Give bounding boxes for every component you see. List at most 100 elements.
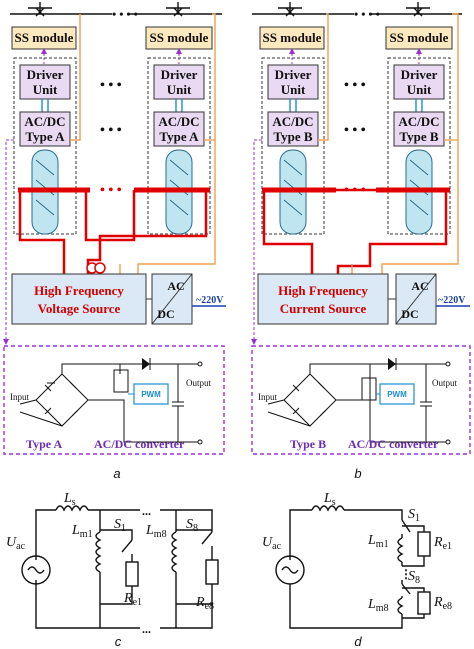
svg-text:Lm1: Lm1 (367, 533, 389, 550)
converter-name: AC/DC converter (348, 437, 439, 451)
switch-s8 (401, 583, 411, 595)
rectifier-bridge-icon (35, 373, 89, 427)
svg-text:S1: S1 (408, 507, 420, 524)
converter-detail-a (3, 345, 225, 455)
mosfet-icon (113, 369, 129, 393)
re1-sub: e1 (133, 597, 142, 608)
dots-acdc: • • • (344, 123, 366, 138)
acdc-2-line1: AC/DC (158, 114, 199, 129)
s1-sub: 1 (415, 513, 420, 524)
driver-unit-1-line1: Driver (275, 67, 312, 82)
top-dots: • • • • (112, 7, 138, 21)
re8-sub: e8 (205, 601, 214, 612)
source-line1: High Frequency (278, 283, 368, 298)
hf-voltage-source (11, 273, 147, 325)
panel-c-labels: Ls ... ... Uac Lm1 S1 Re1 Lm8 S8 Re8 c (6, 491, 214, 649)
dots-acdc: • • • (100, 123, 122, 138)
hf-current-source (257, 273, 389, 325)
dc-label: DC (157, 307, 174, 321)
driver-unit-2-line1: Driver (161, 67, 198, 82)
panel-c (21, 505, 219, 629)
driver-unit-1-line2: Unit (33, 82, 58, 97)
inductor-lm8 (397, 597, 404, 615)
dots-driver: • • • (344, 78, 366, 93)
ac-label: AC (411, 279, 428, 293)
igbt-icon (278, 2, 302, 17)
lm1-sub: m1 (80, 529, 93, 540)
svg-text:Ls: Ls (63, 491, 76, 508)
unit-enclosure-2 (387, 57, 451, 235)
converter-type: Type B (290, 437, 326, 451)
s1-label: S (408, 507, 415, 522)
converter-detail-b (251, 345, 471, 455)
mains-label: ~220V (438, 295, 466, 306)
lm8-label: L (367, 597, 376, 612)
svg-text:Re1: Re1 (433, 535, 452, 552)
re8-label: R (195, 595, 205, 610)
svg-text:Uac: Uac (262, 535, 282, 552)
driver-unit-2-line2: Unit (167, 82, 192, 97)
igbt-icon (166, 2, 190, 17)
converter-name: AC/DC converter (94, 437, 185, 451)
switch-s1 (121, 539, 133, 553)
s1-sub: 1 (121, 523, 126, 534)
ls-label: L (323, 491, 332, 506)
caption-a: a (113, 466, 120, 481)
svg-text:S8: S8 (186, 517, 198, 534)
caption-c: c (115, 634, 122, 649)
svg-text:Re1: Re1 (123, 591, 142, 608)
uac-sub: ac (16, 541, 25, 552)
caption-b: b (354, 466, 361, 481)
ls-label: L (63, 491, 72, 506)
resistor-re1 (125, 561, 139, 587)
c-bottom-ellipsis: ... (142, 622, 151, 636)
source-line1: High Frequency (34, 283, 124, 298)
ac-source-icon (21, 555, 51, 585)
unit-enclosure-1 (13, 57, 77, 235)
uac-sub: ac (272, 541, 281, 552)
dots-driver: • • • (100, 78, 122, 93)
panel-b: • • • • SS module SS module Driver Unit … (251, 2, 471, 481)
svg-text:Lm1: Lm1 (71, 523, 93, 540)
output-label: Output (186, 378, 212, 388)
svg-text:Re8: Re8 (195, 595, 214, 612)
svg-text:S8: S8 (408, 569, 420, 586)
svg-text:Ls: Ls (323, 491, 336, 508)
driver-unit-2 (153, 64, 205, 100)
svg-text:S1: S1 (114, 517, 126, 534)
switch-s8 (201, 531, 213, 545)
inductor-lm8 (171, 531, 178, 573)
driver-unit-2-line2: Unit (407, 82, 432, 97)
resistor-re8 (417, 591, 431, 615)
driver-unit-1 (267, 64, 319, 100)
input-label: Input (10, 392, 29, 402)
s1-label: S (114, 517, 121, 532)
panel-a: • • • • SS module SS module Driver Unit … (3, 2, 226, 481)
dc-label: DC (401, 307, 418, 321)
inductor-lm1 (397, 537, 404, 563)
svg-text:Uac: Uac (6, 535, 26, 552)
dots-cores: • • • (100, 183, 122, 198)
lm8-sub: m8 (376, 603, 389, 614)
ls-sub: s (332, 497, 336, 508)
acdc-1-line1: AC/DC (272, 114, 313, 129)
uac-label: U (6, 535, 17, 550)
svg-text:Lm8: Lm8 (145, 523, 167, 540)
driver-unit-2 (393, 64, 445, 100)
inductor-lm1 (95, 531, 102, 573)
inductor-ls (55, 505, 89, 512)
resistor-re1 (417, 531, 431, 557)
unit-enclosure-1 (261, 57, 325, 235)
acdc-type-a-2 (153, 111, 205, 147)
lm8-sub: m8 (154, 529, 167, 540)
igbt-icon (28, 2, 52, 17)
svg-text:Re8: Re8 (433, 595, 452, 612)
driver-unit-1-line2: Unit (281, 82, 306, 97)
diode-icon (388, 358, 396, 370)
igbt-icon (406, 2, 430, 17)
pwm-label: PWM (141, 390, 161, 399)
source-line2: Current Source (280, 301, 367, 316)
panel-d (275, 505, 431, 629)
acdc-type-a-1 (19, 111, 71, 147)
driver-unit-1-line1: Driver (27, 67, 64, 82)
